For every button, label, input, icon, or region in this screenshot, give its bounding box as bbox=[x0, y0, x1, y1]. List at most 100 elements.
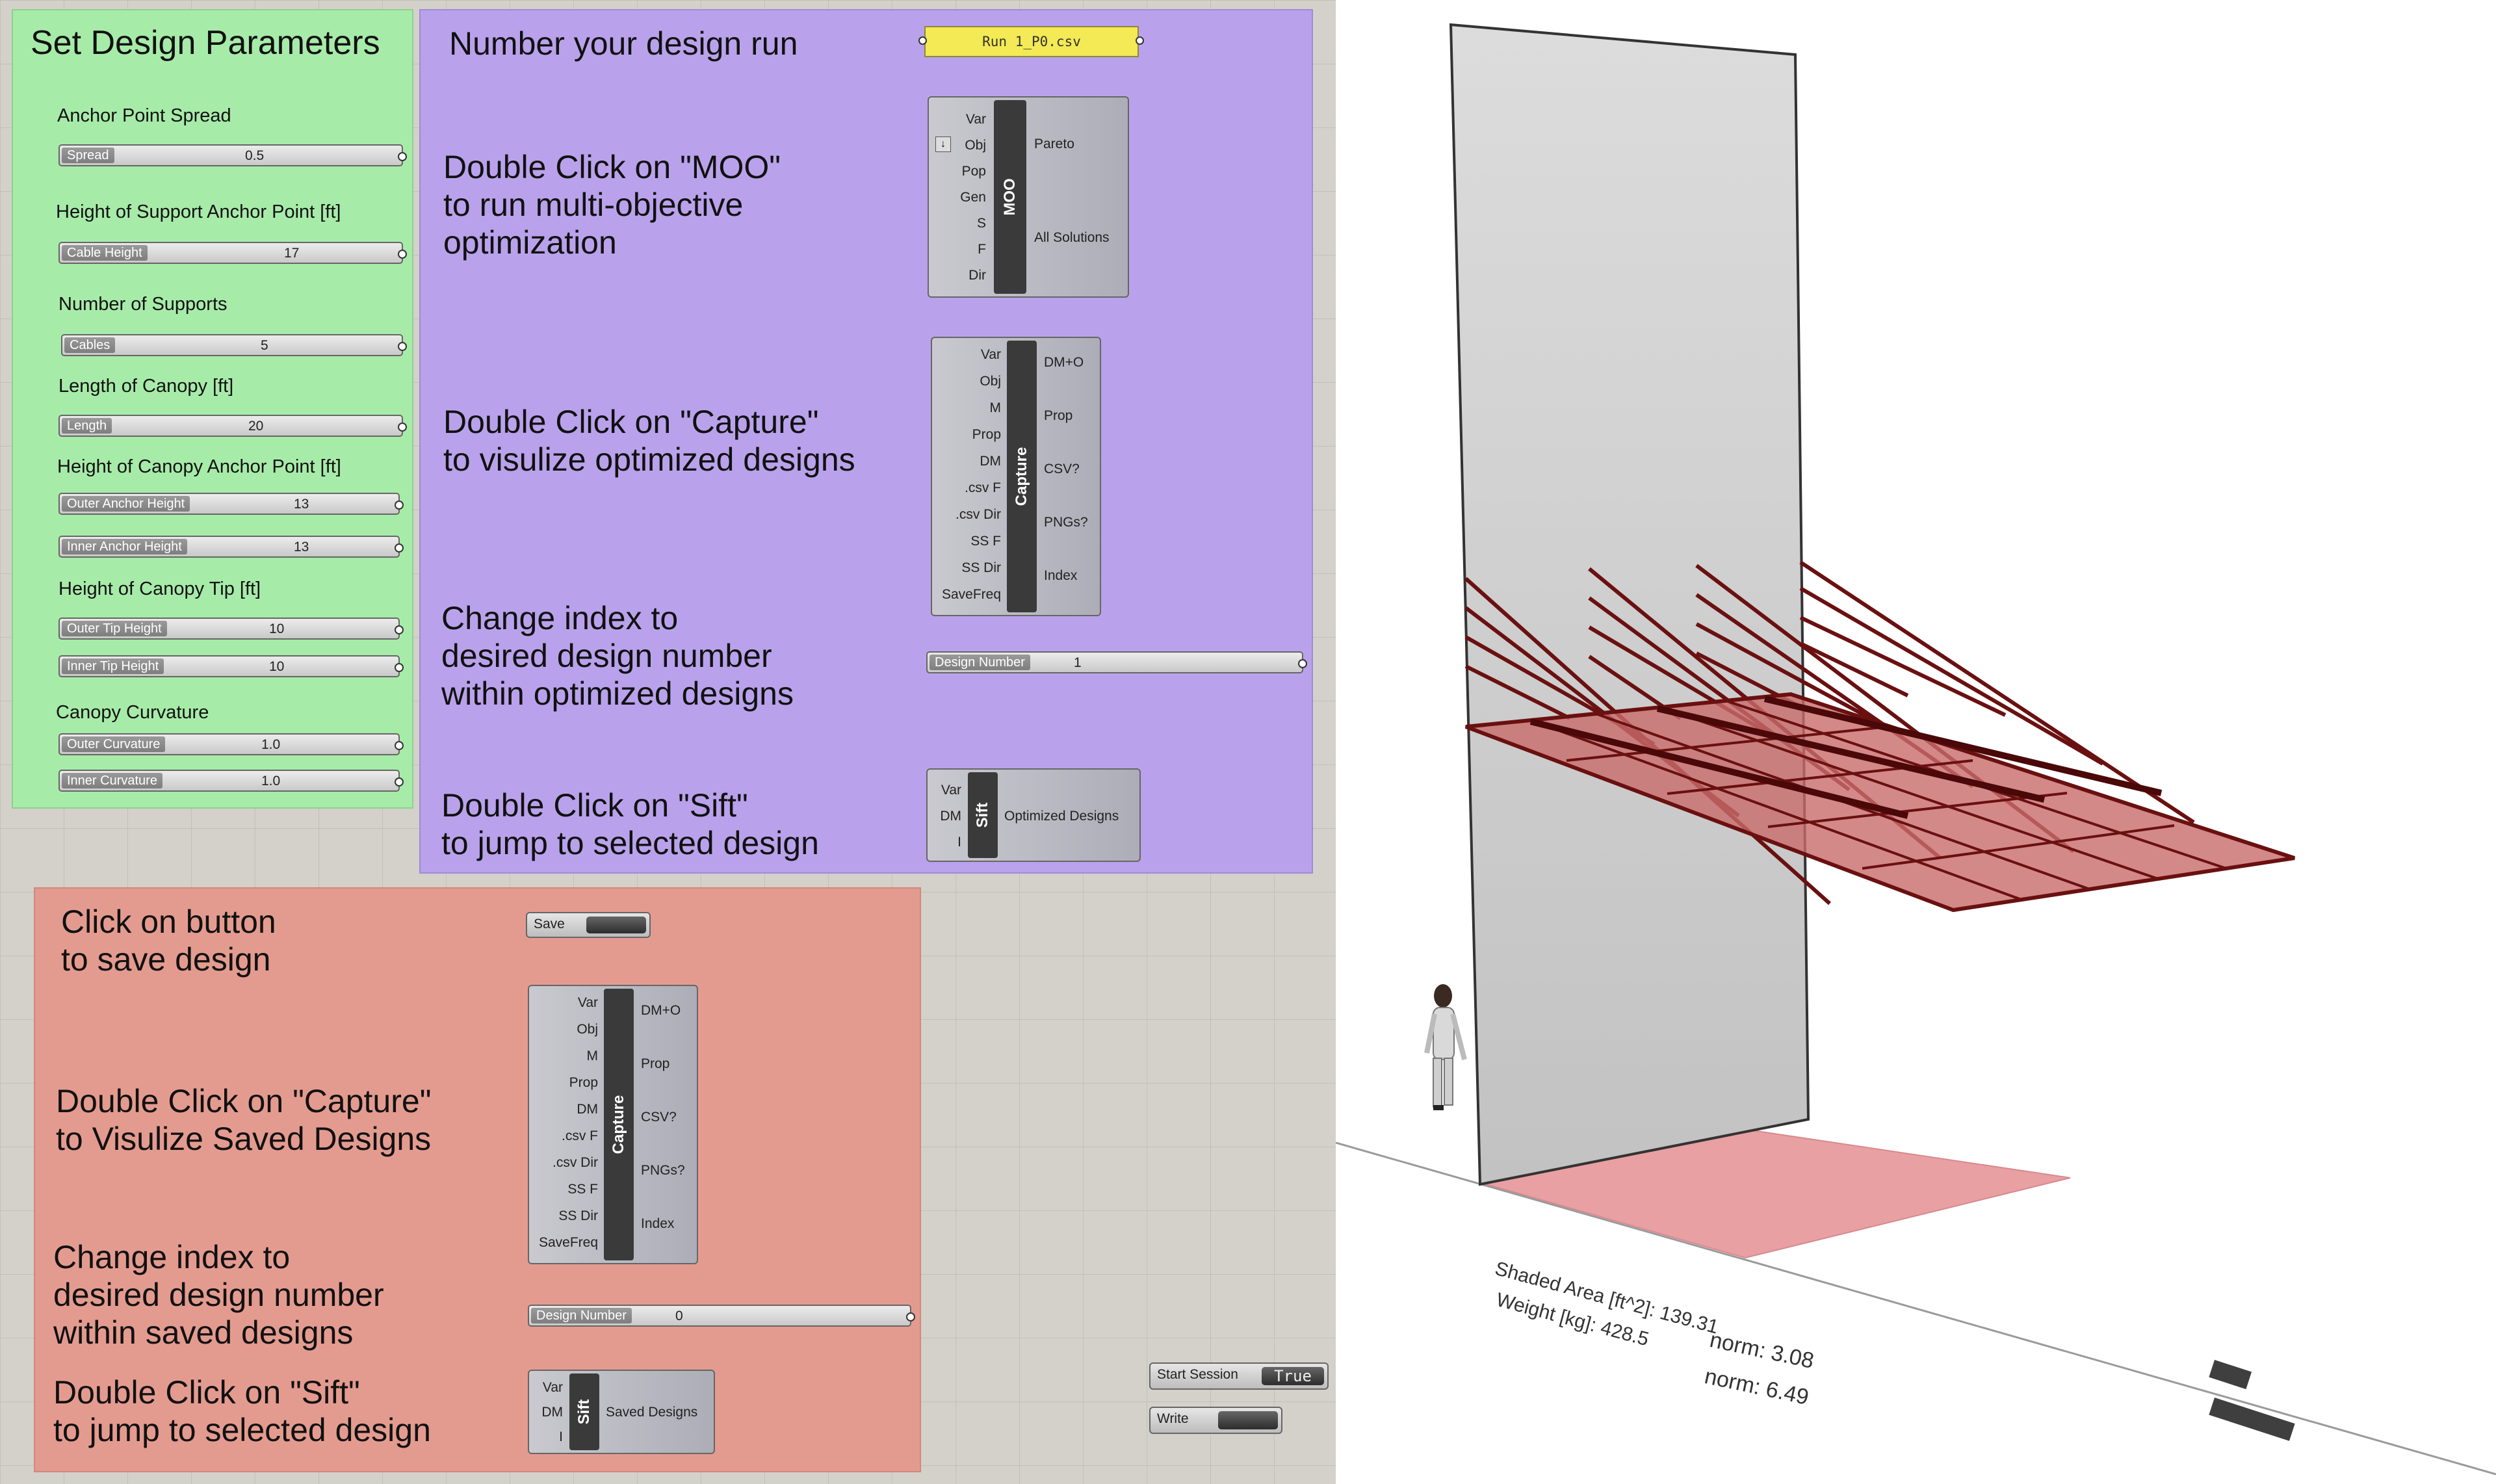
panel-input-grip[interactable] bbox=[918, 36, 927, 45]
output-saved-designs[interactable]: Saved Designs bbox=[606, 1405, 698, 1420]
output-grip[interactable] bbox=[398, 152, 407, 161]
input-csv-f[interactable]: .csv F bbox=[562, 1128, 598, 1143]
output-csv[interactable]: CSV? bbox=[1044, 462, 1080, 476]
input-var[interactable]: Var bbox=[941, 783, 961, 798]
note-line: desired design number bbox=[53, 1277, 384, 1313]
rhino-viewport[interactable]: Shaded Area [ft^2]: 139.31 Weight [kg]: … bbox=[1336, 0, 2496, 1484]
input-obj[interactable]: Obj bbox=[577, 1022, 598, 1037]
input-pop[interactable]: Pop bbox=[961, 164, 986, 179]
slider-label: Inner Tip Height bbox=[62, 658, 164, 674]
output-grip[interactable] bbox=[395, 777, 404, 787]
input-i[interactable]: I bbox=[559, 1429, 563, 1444]
button-key[interactable] bbox=[586, 917, 646, 933]
slider-value: 1.0 bbox=[261, 737, 281, 752]
section-anchor-spread: Anchor Point Spread bbox=[57, 105, 231, 126]
cable-height-slider[interactable]: Cable Height 17 bbox=[58, 242, 407, 264]
input-gen[interactable]: Gen bbox=[960, 190, 986, 205]
sift-component-saved[interactable]: Sift Var DM I Saved Designs bbox=[528, 1370, 715, 1454]
write-button[interactable]: Write bbox=[1149, 1407, 1282, 1434]
outer-curvature-slider[interactable]: Outer Curvature 1.0 bbox=[58, 733, 404, 755]
output-grip[interactable] bbox=[395, 741, 404, 750]
note-moo: Double Click on "MOO" to run multi-objec… bbox=[443, 148, 781, 261]
input-ss-f[interactable]: SS F bbox=[567, 1182, 598, 1197]
scene-3d bbox=[1336, 23, 2496, 1476]
inner-anchor-height-slider[interactable]: Inner Anchor Height 13 bbox=[58, 536, 404, 558]
input-m[interactable]: M bbox=[989, 400, 1002, 415]
output-grip[interactable] bbox=[395, 663, 404, 672]
input-csv-f[interactable]: .csv F bbox=[965, 480, 1001, 495]
note-line: Change index to bbox=[441, 600, 679, 636]
output-grip[interactable] bbox=[395, 501, 404, 510]
output-grip[interactable] bbox=[1298, 659, 1307, 668]
output-all-solutions[interactable]: All Solutions bbox=[1034, 230, 1110, 245]
input-dir[interactable]: Dir bbox=[968, 268, 986, 283]
length-slider[interactable]: Length 20 bbox=[58, 415, 407, 437]
output-dm-o[interactable]: DM+O bbox=[1044, 355, 1084, 370]
input-ss-f[interactable]: SS F bbox=[970, 534, 1001, 549]
output-grip[interactable] bbox=[906, 1312, 915, 1321]
input-ss-dir[interactable]: SS Dir bbox=[961, 560, 1001, 575]
cables-slider[interactable]: Cables 5 bbox=[61, 334, 407, 356]
capture-component-saved[interactable]: Capture Var Obj M Prop DM .csv F .csv Di… bbox=[528, 985, 698, 1264]
input-prop[interactable]: Prop bbox=[972, 427, 1001, 442]
start-session-toggle[interactable]: Start Session True bbox=[1149, 1362, 1329, 1390]
outer-tip-height-slider[interactable]: Outer Tip Height 10 bbox=[58, 618, 404, 640]
toggle-value[interactable]: True bbox=[1262, 1367, 1324, 1385]
panel-output-grip[interactable] bbox=[1136, 36, 1144, 45]
output-prop[interactable]: Prop bbox=[641, 1056, 670, 1071]
input-savefreq[interactable]: SaveFreq bbox=[941, 587, 1001, 602]
run-name-panel[interactable]: Run 1_P0.csv bbox=[924, 26, 1139, 57]
capture-component-optimized[interactable]: Capture Var Obj M Prop DM .csv F .csv Di… bbox=[931, 337, 1101, 616]
output-dm-o[interactable]: DM+O bbox=[641, 1003, 681, 1018]
input-prop[interactable]: Prop bbox=[569, 1075, 598, 1090]
input-dm[interactable]: DM bbox=[577, 1102, 598, 1117]
button-key[interactable] bbox=[1218, 1411, 1278, 1429]
output-optimized-designs[interactable]: Optimized Designs bbox=[1004, 809, 1119, 824]
outer-anchor-height-slider[interactable]: Outer Anchor Height 13 bbox=[58, 493, 404, 515]
input-s[interactable]: S bbox=[976, 216, 986, 231]
spread-slider[interactable]: Spread 0.5 bbox=[58, 144, 407, 166]
inner-curvature-slider[interactable]: Inner Curvature 1.0 bbox=[58, 770, 404, 792]
output-index[interactable]: Index bbox=[1044, 568, 1078, 583]
output-pngs[interactable]: PNGs? bbox=[641, 1163, 685, 1178]
output-grip[interactable] bbox=[398, 250, 407, 259]
output-csv[interactable]: CSV? bbox=[641, 1110, 677, 1125]
output-pareto[interactable]: Pareto bbox=[1034, 137, 1074, 151]
input-obj[interactable]: Obj bbox=[980, 374, 1001, 389]
input-var[interactable]: Var bbox=[980, 347, 1001, 362]
note-line: Double Click on "Capture" bbox=[443, 404, 819, 440]
input-m[interactable]: M bbox=[586, 1048, 599, 1063]
input-csv-dir[interactable]: .csv Dir bbox=[956, 507, 1001, 522]
input-dm[interactable]: DM bbox=[541, 1405, 563, 1420]
section-num-supports: Number of Supports bbox=[58, 294, 228, 315]
input-obj[interactable]: Obj bbox=[965, 138, 986, 153]
inner-tip-height-slider[interactable]: Inner Tip Height 10 bbox=[58, 655, 404, 677]
note-line: Double Click on "Sift" bbox=[441, 787, 748, 824]
output-index[interactable]: Index bbox=[641, 1216, 675, 1231]
output-grip[interactable] bbox=[398, 342, 407, 351]
input-var[interactable]: Var bbox=[965, 112, 986, 127]
component-name: Sift bbox=[974, 802, 991, 828]
input-f[interactable]: F bbox=[978, 242, 986, 257]
note-line: desired design number bbox=[441, 638, 772, 674]
output-pngs[interactable]: PNGs? bbox=[1044, 515, 1088, 530]
input-ss-dir[interactable]: SS Dir bbox=[558, 1208, 598, 1223]
input-dm[interactable]: DM bbox=[980, 454, 1001, 469]
moo-component[interactable]: MOO Var Obj Pop Gen S F Dir ↓ Pareto All… bbox=[928, 96, 1129, 298]
output-grip[interactable] bbox=[398, 423, 407, 432]
design-number-slider-saved[interactable]: Design Number 0 bbox=[528, 1305, 915, 1327]
input-i[interactable]: I bbox=[957, 835, 961, 850]
grasshopper-canvas[interactable]: Set Design Parameters Anchor Point Sprea… bbox=[0, 0, 1336, 1484]
sift-component-optimized[interactable]: Sift Var DM I Optimized Designs bbox=[926, 768, 1141, 862]
input-savefreq[interactable]: SaveFreq bbox=[538, 1235, 598, 1250]
output-prop[interactable]: Prop bbox=[1044, 408, 1073, 423]
output-grip[interactable] bbox=[395, 543, 404, 553]
save-button[interactable]: Save bbox=[526, 912, 651, 938]
design-number-slider-optimized[interactable]: Design Number 1 bbox=[926, 651, 1307, 673]
input-var[interactable]: Var bbox=[577, 995, 598, 1010]
output-grip[interactable] bbox=[395, 625, 404, 634]
note-line: to jump to selected design bbox=[441, 825, 819, 861]
input-csv-dir[interactable]: .csv Dir bbox=[552, 1155, 598, 1170]
input-dm[interactable]: DM bbox=[940, 809, 961, 824]
input-var[interactable]: Var bbox=[542, 1380, 563, 1395]
